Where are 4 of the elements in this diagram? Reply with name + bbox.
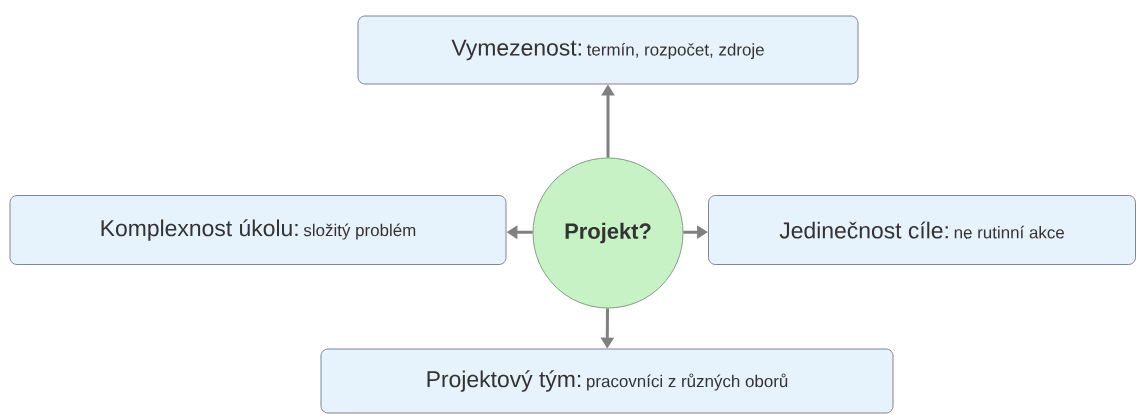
topic-box: Vymezenost: termín, rozpočet, zdroje [357, 15, 859, 85]
topic-box: Jedinečnost cíle: ne rutinní akce [708, 195, 1136, 265]
topic-box: Komplexnost úkolu: složitý problém [9, 195, 507, 265]
topic-box: Projektový tým: pracovníci z různých oborů [320, 348, 894, 414]
